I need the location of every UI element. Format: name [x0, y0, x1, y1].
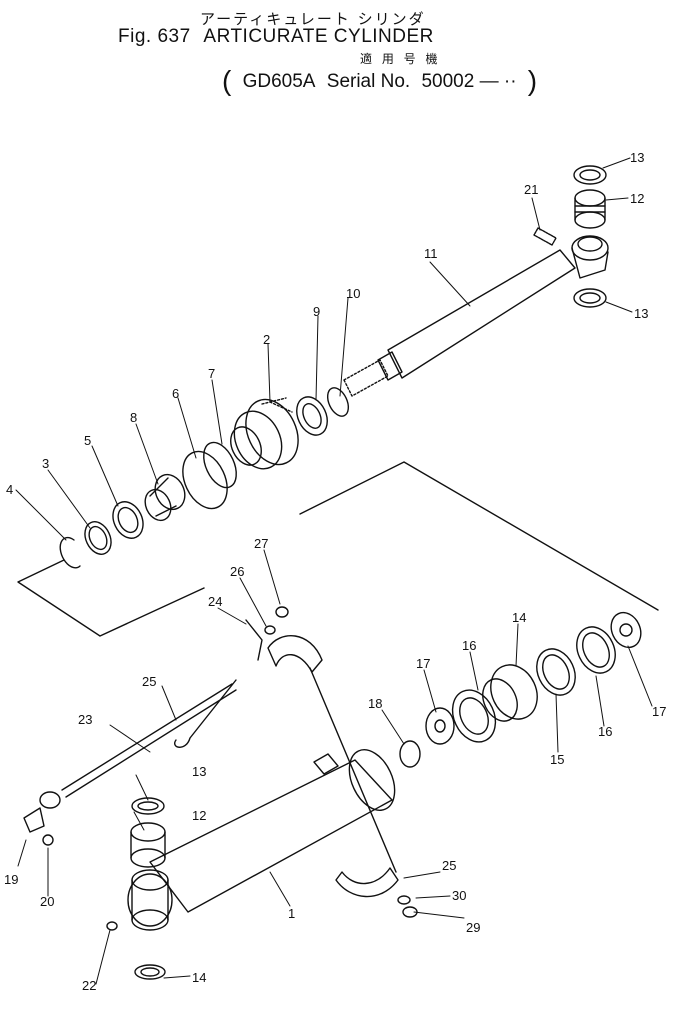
callout-1: 1	[288, 906, 295, 921]
paren-close: )	[527, 65, 538, 96]
callout-12-lower: 12	[192, 808, 206, 823]
callout-16-left: 16	[462, 638, 476, 653]
rod-bushing-part	[573, 165, 607, 308]
callout-17-left: 17	[416, 656, 430, 671]
callout-10: 10	[346, 286, 360, 301]
callout-13-lower: 13	[192, 764, 206, 779]
callout-13-bottom: 14	[192, 970, 206, 985]
group-bracket-right	[299, 461, 659, 611]
callout-3: 3	[42, 456, 49, 471]
callout-23: 23	[78, 712, 92, 727]
lower-head-parts	[399, 611, 642, 768]
paren-open: (	[222, 65, 232, 96]
callout-8: 8	[130, 410, 137, 425]
japanese-applicable-label: 適 用 号 機	[360, 52, 441, 66]
serial-label: Serial No.	[326, 71, 411, 92]
callout-16-right: 16	[598, 724, 612, 739]
cylinder-tube-part	[127, 749, 396, 980]
callout-9: 9	[313, 304, 320, 319]
callout-18: 18	[368, 696, 382, 711]
callout-29: 29	[466, 920, 480, 935]
callout-25: 25	[442, 858, 456, 873]
callout-7: 7	[208, 366, 215, 381]
callout-28: 27	[254, 536, 268, 551]
callout-30: 30	[452, 888, 466, 903]
callout-19: 19	[4, 872, 18, 887]
callout-15: 15	[550, 752, 564, 767]
upper-seal-parts	[59, 387, 350, 569]
group-bracket-left	[17, 559, 205, 637]
callout-labels: 13 12 13 21 11 10 9 2 7 6 8 5 3 4 27 26 …	[4, 150, 666, 993]
figure-title: ARTICURATE CYLINDER	[203, 26, 434, 47]
callout-22: 22	[82, 978, 96, 993]
callout-6: 6	[172, 386, 179, 401]
figure-title-line: Fig. 637 ARTICURATE CYLINDER	[118, 26, 442, 48]
callout-21: 21	[524, 182, 538, 197]
piston-rod-part	[343, 227, 609, 397]
callout-14: 14	[512, 610, 526, 625]
callout-11: 11	[424, 246, 438, 261]
model-number: GD605A	[242, 71, 316, 92]
piping-parts	[23, 606, 418, 931]
leader-lines	[15, 157, 653, 985]
callout-17-right: 17	[652, 704, 666, 719]
callout-27: 26	[230, 564, 244, 579]
japanese-title: アーティキュレート シリンダ	[200, 10, 426, 28]
callout-5: 5	[84, 433, 91, 448]
figure-number: Fig. 637	[118, 26, 191, 47]
callout-20: 20	[40, 894, 54, 909]
callout-12-top: 12	[630, 191, 644, 206]
callout-24: 24	[208, 594, 222, 609]
callout-2: 2	[263, 332, 270, 347]
serial-range: 50002 — ··	[421, 71, 517, 92]
callout-26: 25	[142, 674, 156, 689]
callout-13-top: 13	[630, 150, 644, 165]
figure-header: アーティキュレート シリンダ Fig. 637 ARTICURATE CYLIN…	[0, 0, 688, 110]
serial-line: ( GD605A Serial No. 50002 — ·· )	[222, 62, 543, 96]
callout-4: 4	[6, 482, 13, 497]
callout-13-mid: 13	[634, 306, 648, 321]
